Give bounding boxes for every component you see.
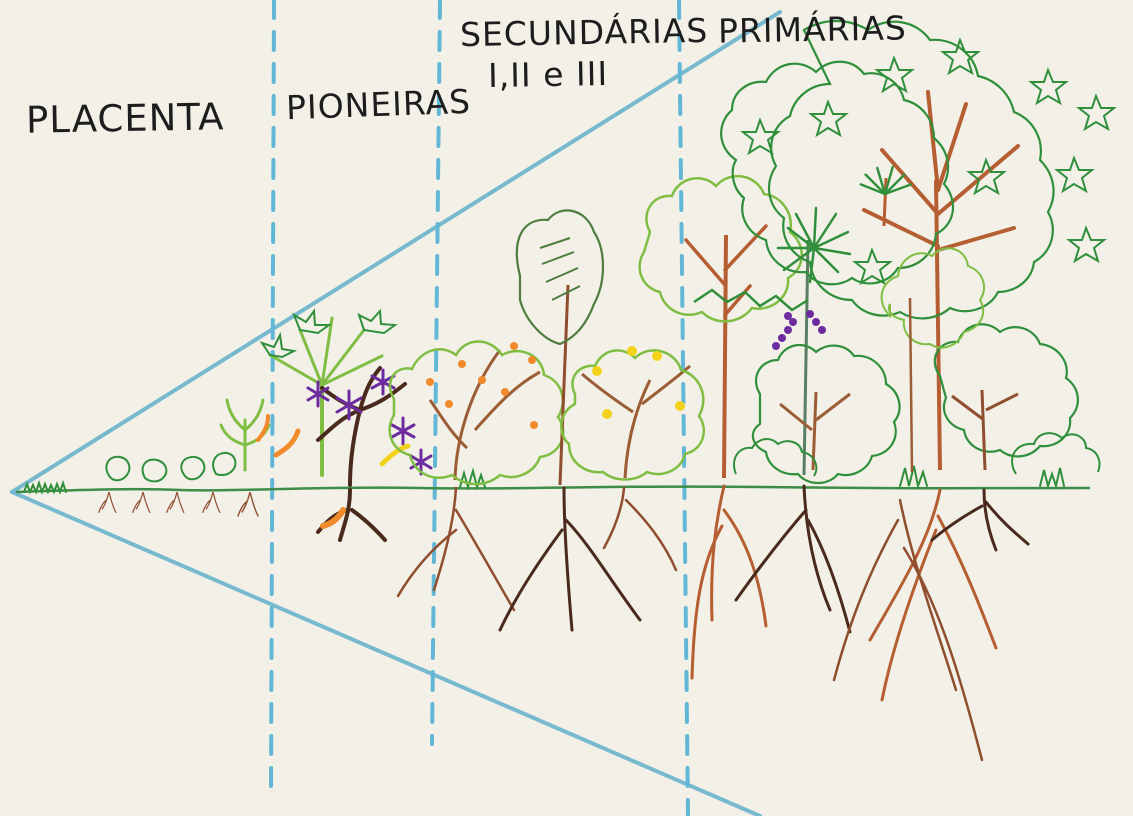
placenta-label: PLACENTA <box>26 98 225 138</box>
primarias-label: PRIMÁRIAS <box>718 11 907 47</box>
secundarias-label: SECUNDÁRIAS <box>460 14 709 51</box>
pioneiras-label: PIONEIRAS <box>285 85 471 124</box>
secundarias-subtitle: I,II e III <box>488 57 609 92</box>
